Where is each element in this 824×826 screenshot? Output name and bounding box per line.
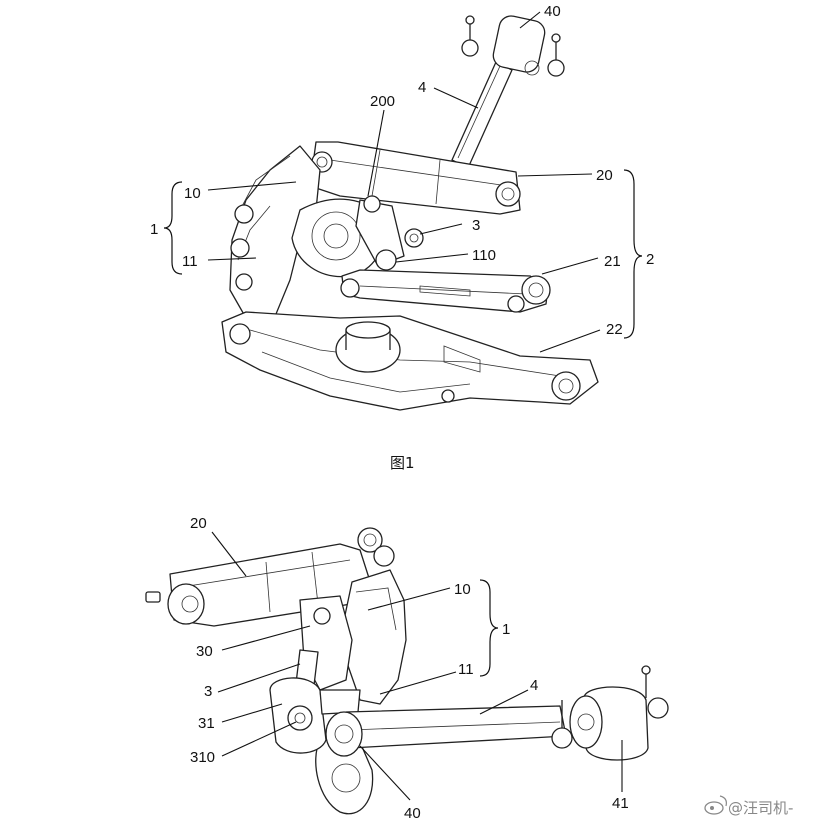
weibo-icon <box>704 795 727 815</box>
fig2-brace-1 <box>479 579 499 677</box>
fig2-label-3: 3 <box>204 683 212 700</box>
watermark: @汪司机- <box>704 795 793 817</box>
watermark-text: @汪司机- <box>728 799 793 817</box>
figure-1-caption: 图1 <box>390 454 415 472</box>
fig2-link-3 <box>269 649 361 754</box>
fig2-label-20: 20 <box>190 515 207 532</box>
figure-1: 40 4 200 10 20 1 3 11 110 21 2 22 图1 <box>150 3 654 472</box>
fig2-label-31: 31 <box>198 715 215 732</box>
brace-1 <box>163 181 183 275</box>
brace-2 <box>623 169 643 339</box>
middle-arm-21 <box>340 269 551 313</box>
fig2-label-11: 11 <box>458 661 474 678</box>
fig1-label-4: 4 <box>418 79 426 96</box>
link-3 <box>355 195 424 271</box>
fig2-label-30: 30 <box>196 643 213 660</box>
figure-2-leaders <box>211 531 623 801</box>
fig1-label-3: 3 <box>472 217 480 234</box>
fig1-label-10: 10 <box>184 185 201 202</box>
fig1-label-1: 1 <box>150 221 158 238</box>
figure-1-leaders <box>207 11 601 353</box>
figure-2: 20 10 1 30 11 3 4 31 310 40 41 <box>145 515 669 822</box>
fig2-toe-link-4 <box>325 665 669 761</box>
fig1-label-110: 110 <box>472 247 496 264</box>
fig2-label-10: 10 <box>454 581 471 598</box>
fig1-label-2: 2 <box>646 251 654 268</box>
fig1-label-11: 11 <box>182 253 198 270</box>
fig1-label-22: 22 <box>606 321 623 338</box>
fig1-label-21: 21 <box>604 253 621 270</box>
fig2-label-40: 40 <box>404 805 421 822</box>
lower-arm-22 <box>221 311 599 411</box>
fig2-label-1: 1 <box>502 621 510 638</box>
toe-link-4 <box>451 15 565 169</box>
fig2-label-310: 310 <box>190 749 215 766</box>
fig2-label-4: 4 <box>530 677 538 694</box>
fig2-label-41: 41 <box>612 795 629 812</box>
fig1-label-40: 40 <box>544 3 561 20</box>
fig1-label-200: 200 <box>370 93 395 110</box>
fig1-label-20: 20 <box>596 167 613 184</box>
